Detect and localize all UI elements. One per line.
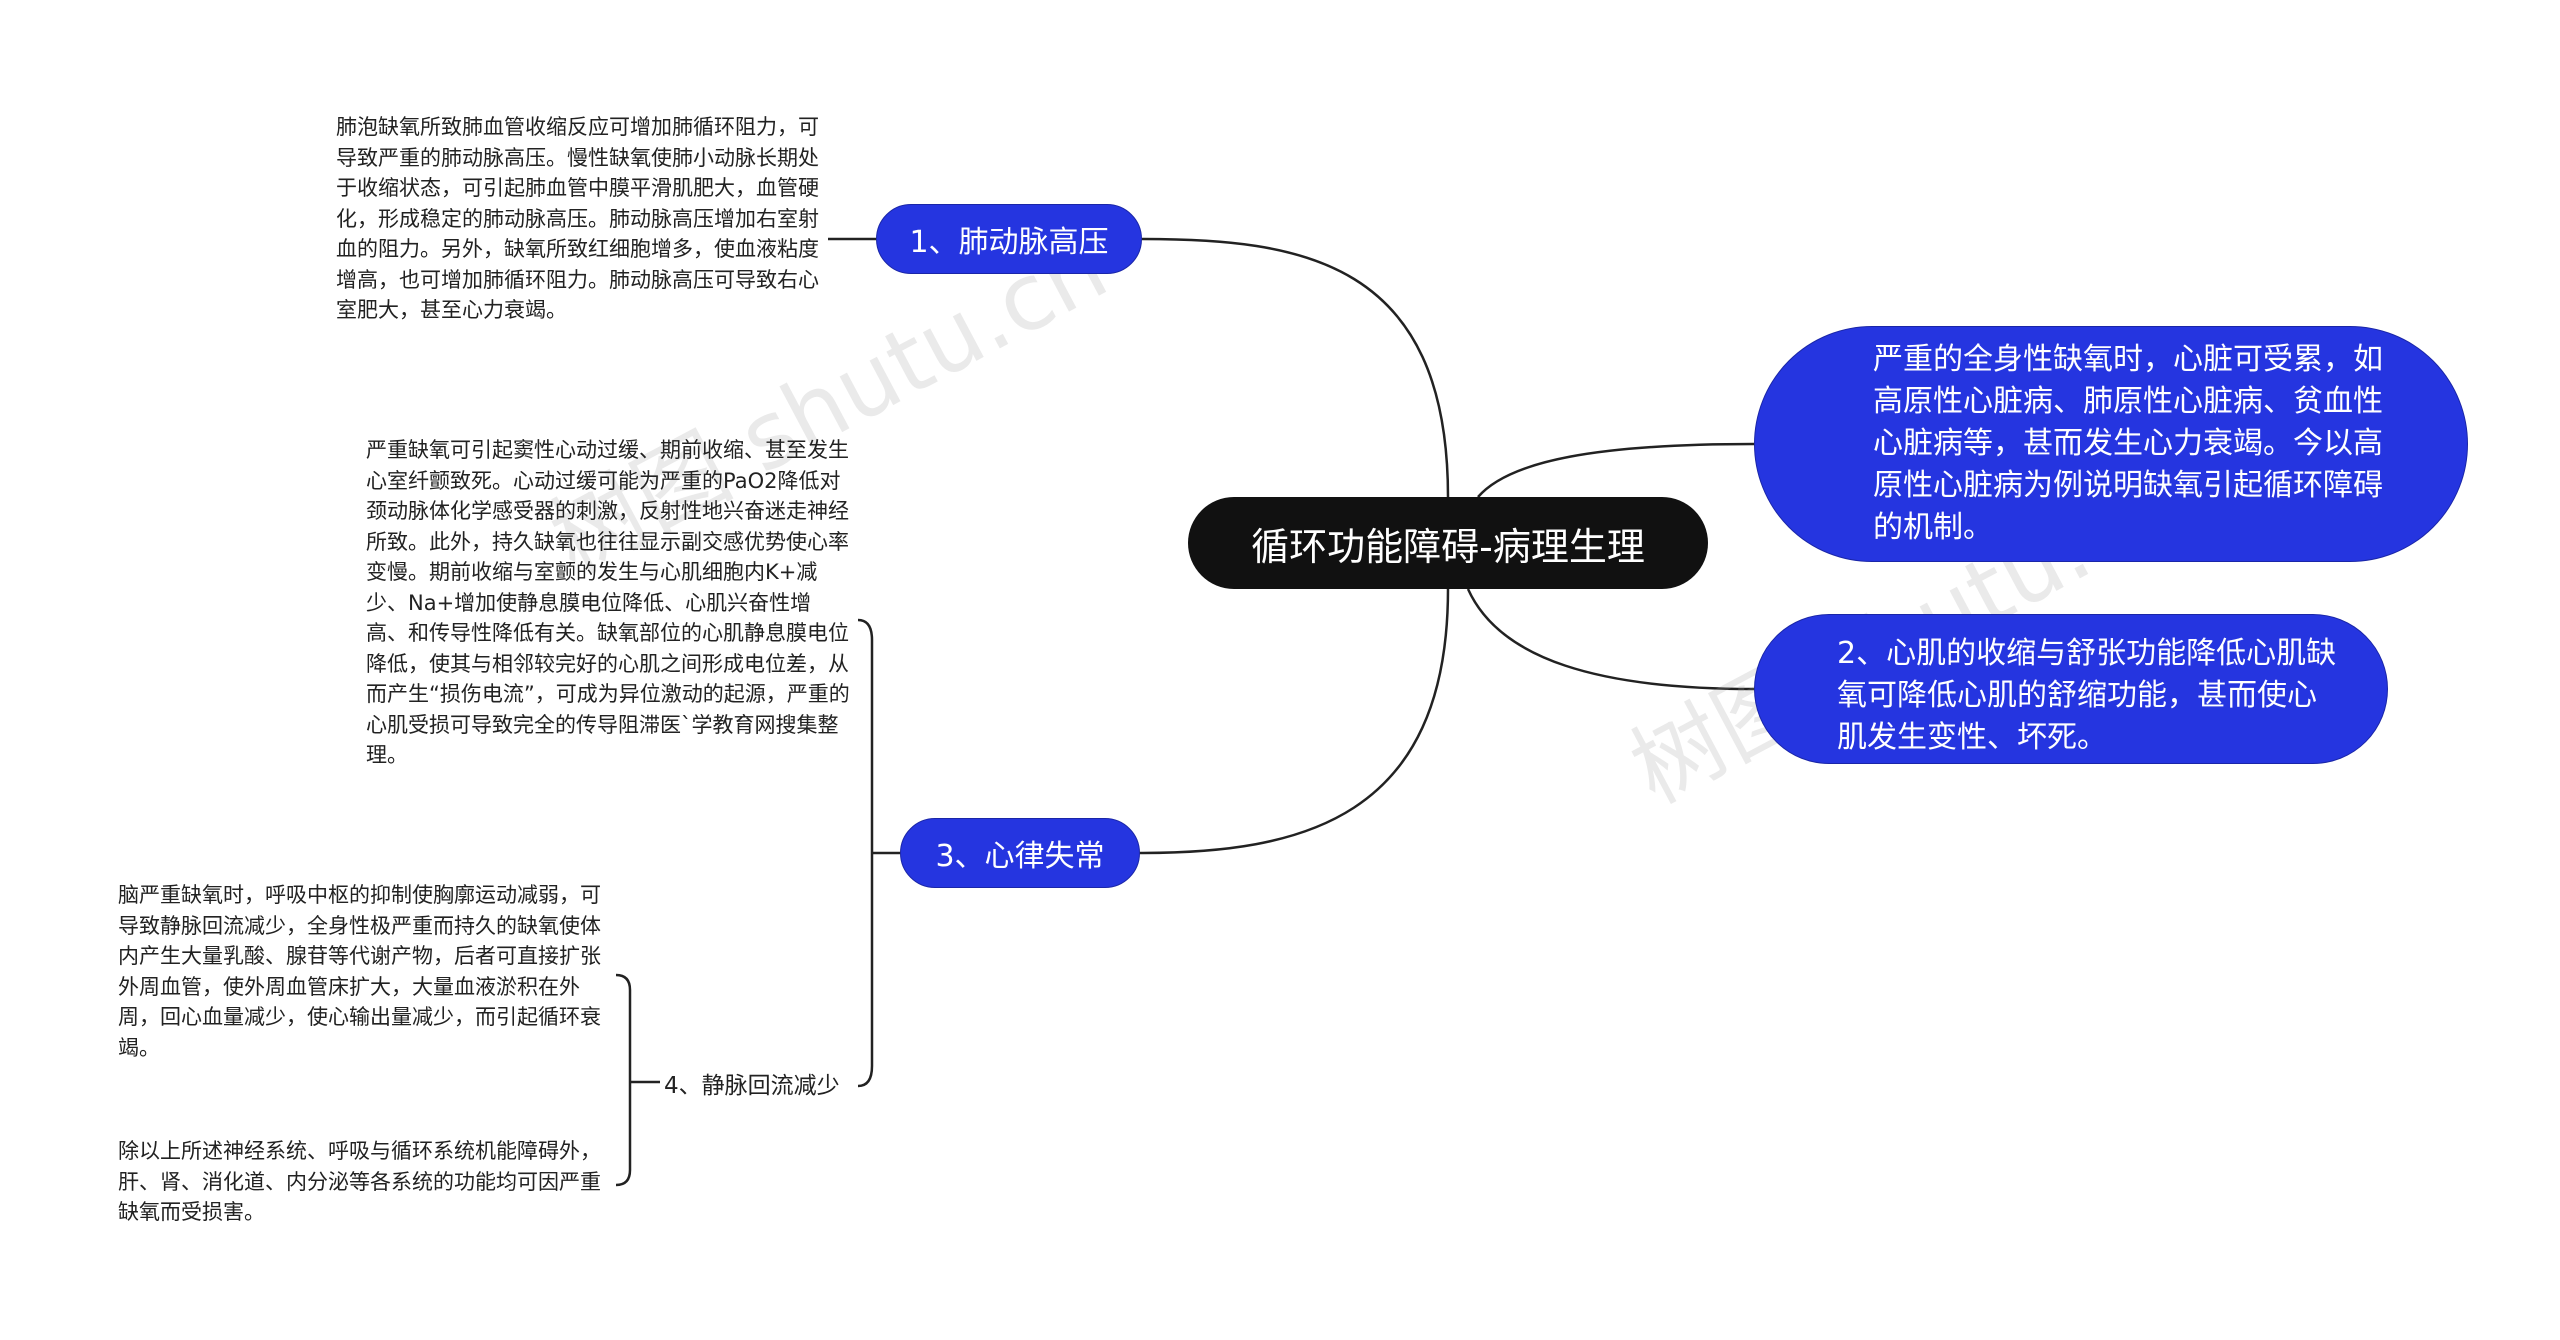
leaf-text-venous-return-a: 脑严重缺氧时，呼吸中枢的抑制使胸廓运动减弱，可导致静脉回流减少，全身性极严重而持…	[118, 883, 601, 1060]
branch-node-arrhythmia[interactable]: 3、心律失常	[900, 818, 1140, 888]
link-root-to-n1	[1141, 237, 1450, 498]
leaf-text-arrhythmia: 严重缺氧可引起窦性心动过缓、期前收缩、甚至发生心室纤颤致死。心动过缓可能为严重的…	[366, 438, 850, 767]
leaf-text-pulmonary-hypertension: 肺泡缺氧所致肺血管收缩反应可增加肺循环阻力，可导致严重的肺动脉高压。慢性缺氧使肺…	[336, 115, 819, 322]
link-root-to-n2	[1466, 588, 1755, 691]
link-root-to-intro	[1477, 442, 1755, 498]
root-node[interactable]: 循环功能障碍-病理生理	[1188, 497, 1708, 589]
bracket-n3	[857, 618, 874, 1088]
branch-label: 3、心律失常	[935, 839, 1105, 874]
root-title: 循环功能障碍-病理生理	[1251, 524, 1645, 569]
link-root-to-n3	[1139, 588, 1450, 855]
branch-node-venous-return[interactable]: 4、静脉回流减少	[664, 1073, 840, 1099]
branch-label: 1、肺动脉高压	[909, 225, 1109, 260]
branch-node-myocardial-function[interactable]: 2、心肌的收缩与舒张功能降低心肌缺氧可降低心肌的舒缩功能，甚而使心肌发生变性、坏…	[1754, 614, 2388, 764]
intro-text: 严重的全身性缺氧时，心脏可受累，如高原性心脏病、肺原性心脏病、贫血性心脏病等，甚…	[1873, 342, 2383, 545]
branch-node-intro[interactable]: 严重的全身性缺氧时，心脏可受累，如高原性心脏病、肺原性心脏病、贫血性心脏病等，甚…	[1754, 326, 2468, 562]
myocardial-text: 2、心肌的收缩与舒张功能降低心肌缺氧可降低心肌的舒缩功能，甚而使心肌发生变性、坏…	[1837, 636, 2337, 755]
leaf-text-venous-return-b: 除以上所述神经系统、呼吸与循环系统机能障碍外，肝、肾、消化道、内分泌等各系统的功…	[118, 1139, 601, 1224]
bracket-n4	[615, 973, 632, 1187]
branch-node-pulmonary-hypertension[interactable]: 1、肺动脉高压	[876, 204, 1142, 274]
